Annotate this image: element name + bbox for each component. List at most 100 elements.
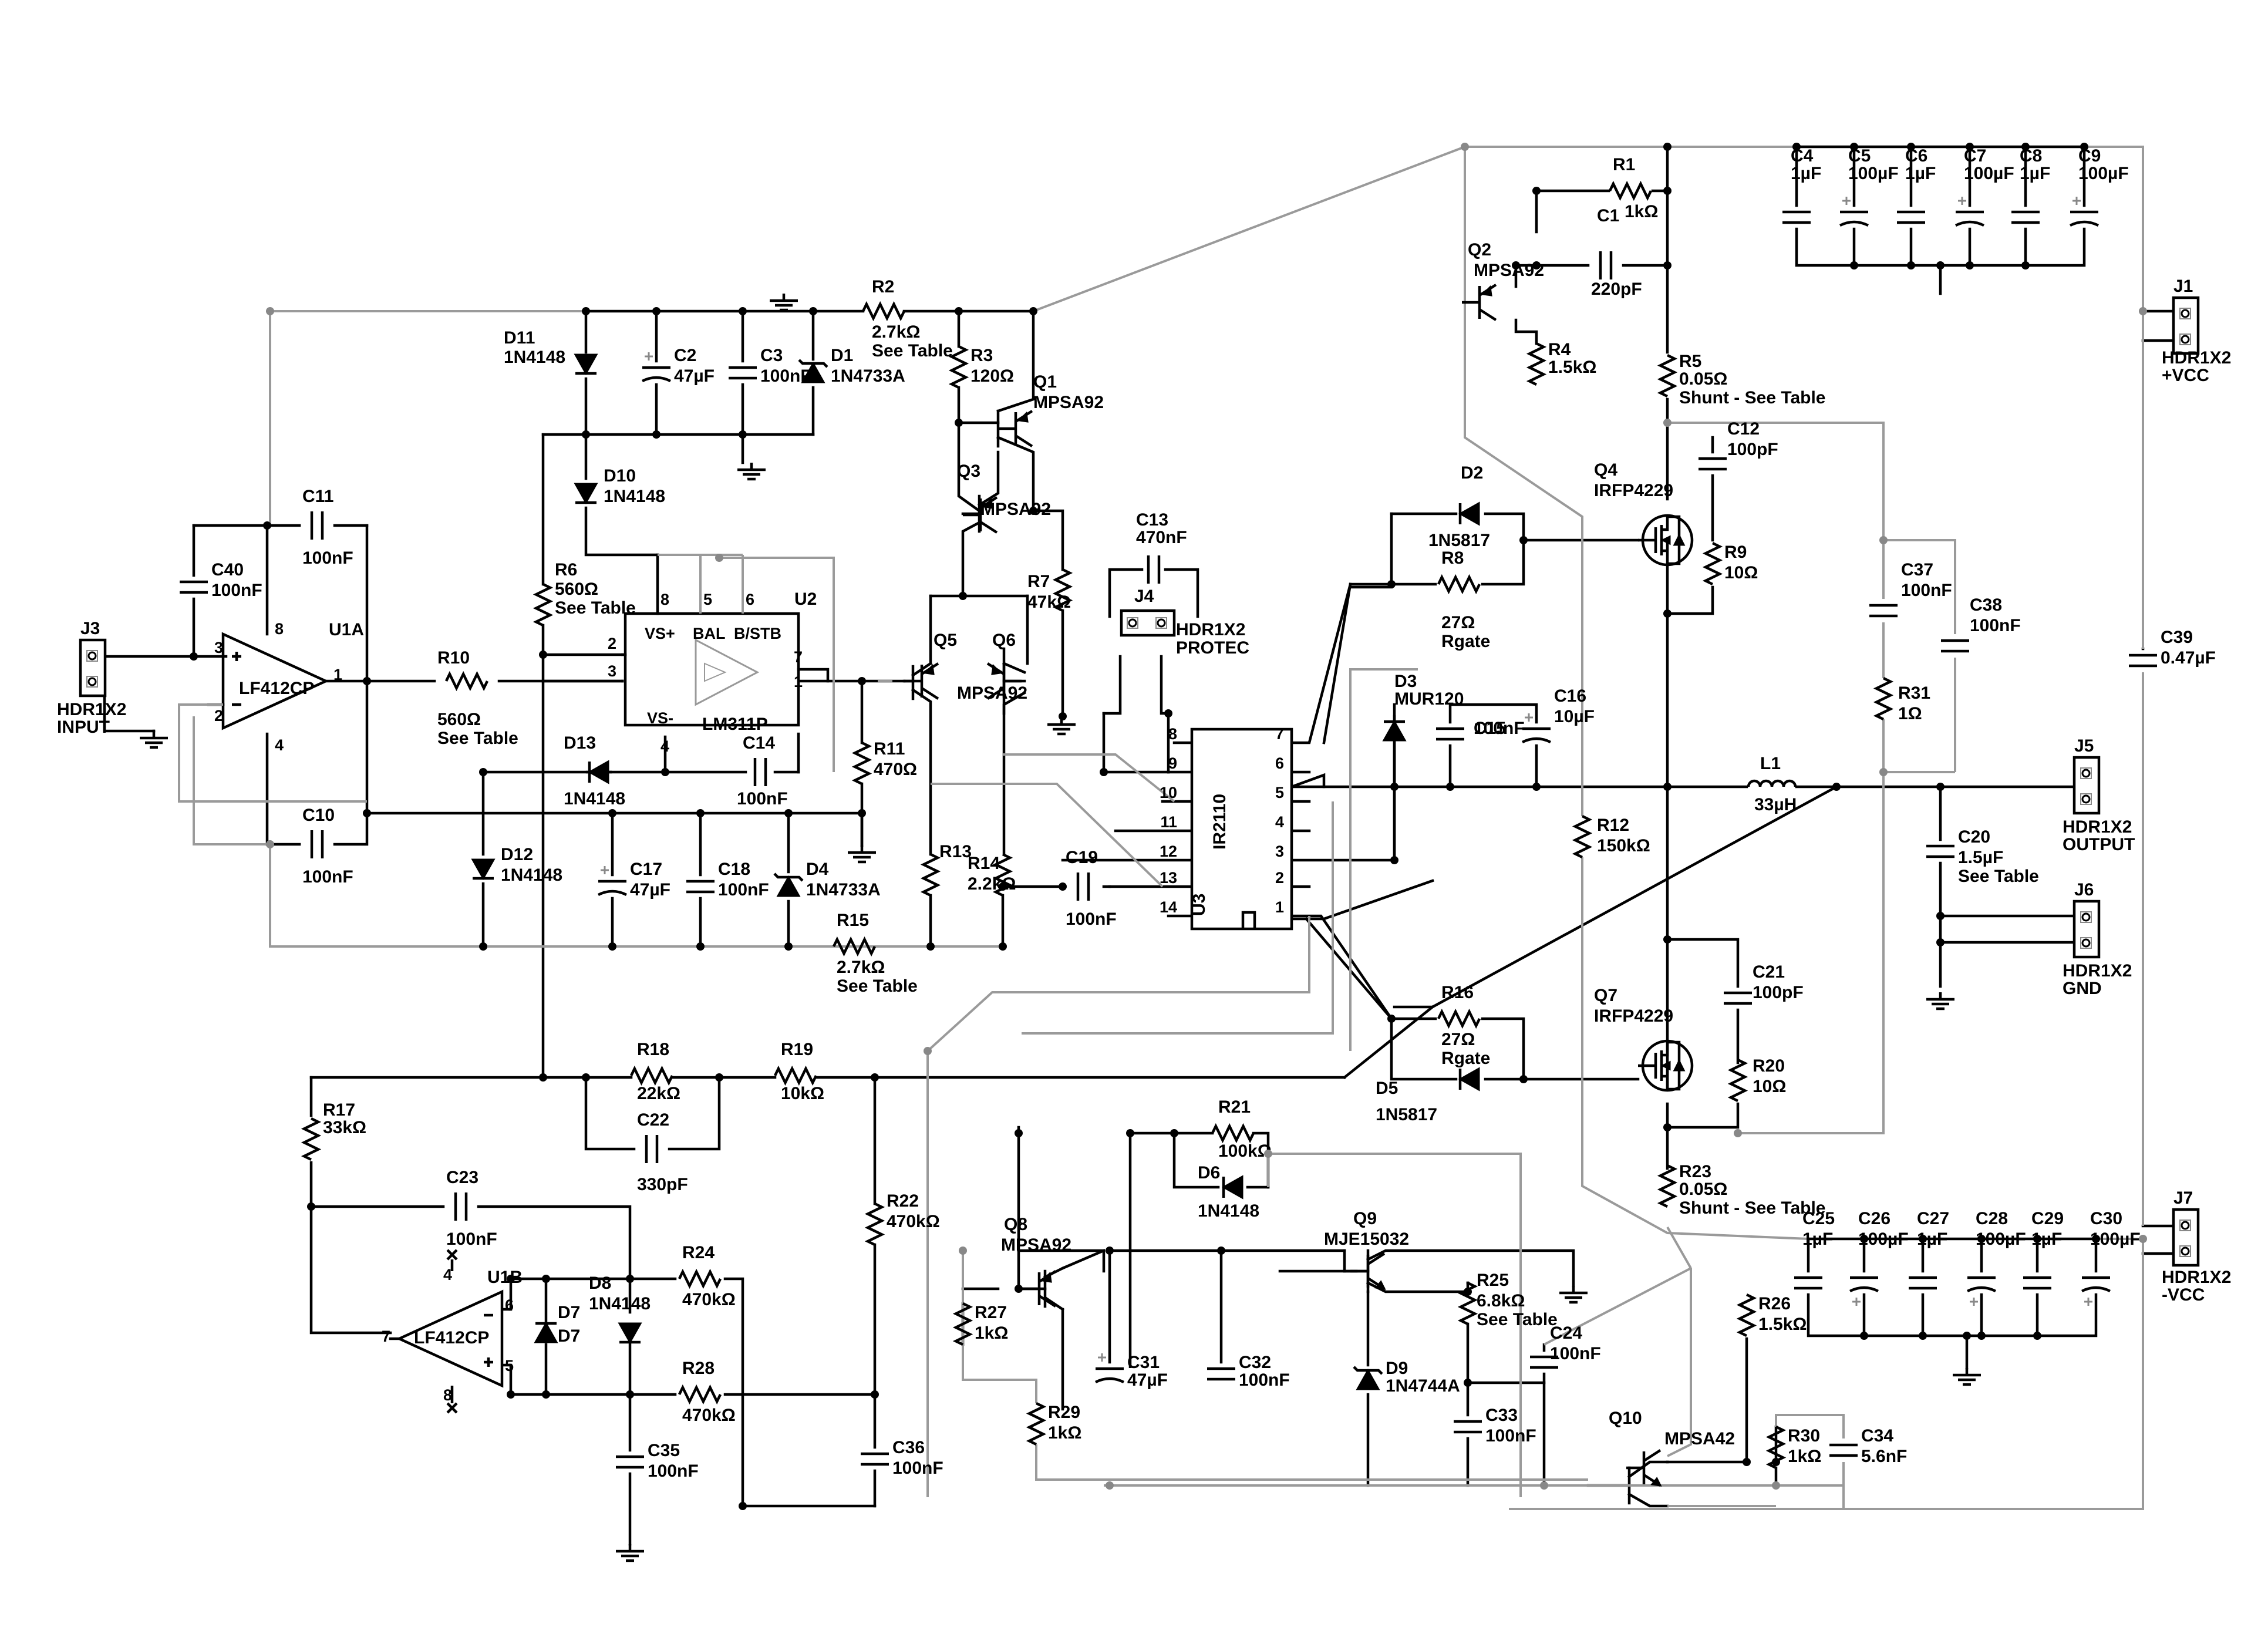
value2-label-r5: Shunt - See Table [1679,388,1825,407]
pin-u2-6: 6 [746,591,754,608]
value-label-r5: 0.05Ω [1679,369,1727,389]
resistor-symbol [1572,814,1593,859]
pin-u3-left-11: 11 [1160,813,1177,831]
gate-driver-ic-symbol [1190,727,1293,931]
value-label-r12: 150kΩ [1597,836,1650,855]
pin-u3-right-1: 1 [1275,898,1284,916]
u2-bstb: B/STB [734,625,781,642]
pin-u2-2: 2 [608,635,616,652]
resistor-symbol [773,1065,818,1086]
value-label-d6: 1N4148 [1198,1201,1259,1221]
ref-label-c30: C30 [2090,1209,2122,1228]
value-label-u1b: LF412CP [414,1328,489,1347]
pin-u3-left-8: 8 [1168,725,1177,743]
capacitor-symbol [1941,639,1969,653]
pin-u3-right-3: 3 [1275,843,1284,860]
capacitor-symbol [1782,210,1811,224]
ref-label-q10: Q10 [1609,1409,1642,1428]
ground-icon [1047,717,1076,736]
pin-u3-right-4: 4 [1275,813,1284,831]
ref-label-c10: C10 [302,806,335,825]
junction-dots [190,143,2147,1510]
value-label-d12: 1N4148 [501,865,562,885]
value-label-r8: 27Ω [1441,613,1475,632]
ref-label-r11: R11 [874,739,905,759]
pin-u1a-4: 4 [275,736,284,754]
value-label-r24: 470kΩ [682,1290,736,1309]
value2-label-r10: See Table [437,729,518,748]
value-label-d13: 1N4148 [564,789,625,808]
ref-label-c33: C33 [1485,1406,1518,1425]
capacitor-symbol [454,1192,468,1221]
resistor-symbol [832,936,877,957]
polarized-capacitor-symbol [1966,1276,1997,1306]
ref-label-c12: C12 [1727,419,1760,439]
pnp-transistor-symbol [986,662,1022,700]
capacitor-symbol [1207,1367,1235,1381]
resistor-symbol [1765,1425,1787,1470]
ref-label-c3: C3 [760,346,783,365]
value-label-c18: 100nF [718,880,769,900]
pin-u1a-3: 3 [214,639,223,656]
capacitor-symbol [310,511,324,540]
pin-u2-3: 3 [608,662,616,680]
capacitor-symbol [1076,872,1090,901]
pin-u1b-6: 6 [505,1296,514,1314]
capacitor-symbol [1699,457,1727,471]
capacitor-symbol [686,880,715,894]
value-label-u3: IR2110 [1210,794,1229,850]
value-label-r3: 120Ω [970,366,1014,386]
ref-label-q4: Q4 [1594,460,1617,480]
ref-label-r22: R22 [887,1191,919,1211]
ref-label-r17: R17 [323,1100,355,1120]
ref-label-j4: J4 [1134,587,1154,606]
capacitor-symbol [1436,727,1464,741]
diode-symbol [471,858,496,881]
ref-label-u3: U3 [1189,894,1209,916]
ref-label-c27: C27 [1917,1209,1949,1228]
value-label-q3: MPSA92 [980,500,1051,519]
value-label-r16: 27Ω [1441,1030,1475,1049]
pin-u2-4: 4 [660,737,669,755]
value-label-r10: 560Ω [437,710,481,729]
resistor-symbol [1457,1281,1478,1326]
diode-symbol [1458,501,1480,526]
pin-u1a-2: 2 [214,707,223,725]
capacitor-symbol [1724,991,1752,1005]
pnp-transistor-symbol [1022,1270,1057,1308]
ref-label-r10: R10 [437,648,470,668]
value-label-c9: 100µF [2078,164,2129,183]
value-label-c22: 330pF [637,1175,688,1194]
component-r4: R41.5kΩ [1526,340,1596,386]
inductor-symbol [1747,779,1797,787]
capacitor-symbol [1147,555,1161,584]
ref-label-c28: C28 [1976,1209,2008,1228]
ref-label-c17: C17 [630,860,662,879]
value-label-r2: 2.7kΩ [872,322,920,342]
ref-label-q2: Q2 [1468,240,1491,260]
ground-icon [770,294,798,312]
component-q5: Q5 [904,631,957,700]
value2-label-j3: INPUT [57,717,110,737]
value-label-c17: 47µF [630,880,670,900]
value-label-c35: 100nF [648,1461,699,1481]
ref-label-r14: R14 [968,854,1000,873]
pin-u2-7: 7 [794,648,803,666]
value-label-r27: 1kΩ [975,1323,1008,1343]
